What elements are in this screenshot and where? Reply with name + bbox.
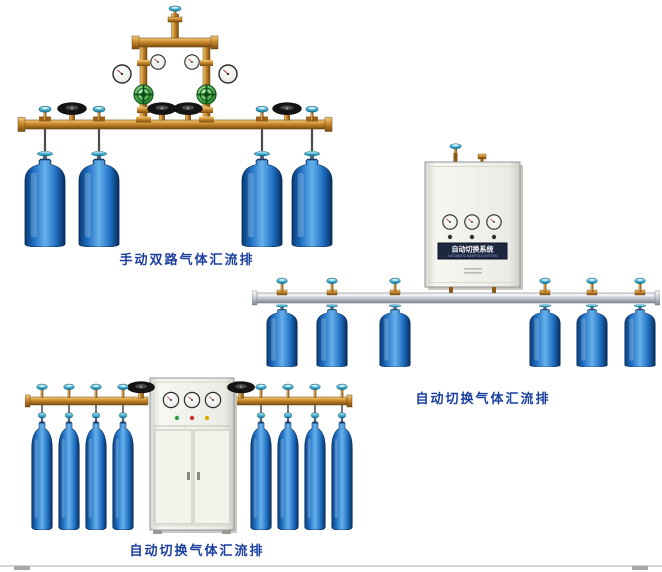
brass-manifold-pipes [25,394,353,408]
bottom-right-mark [632,566,648,570]
silver-manifold-pipe [252,289,660,306]
handwheel-valve-icon [147,102,177,121]
ball-valve-icon [63,383,75,398]
gas-cylinder [85,412,107,530]
gas-cylinder [277,412,299,530]
gas-cylinder [112,412,134,530]
knob-icon [469,234,475,240]
pressure-gauge-icon [464,214,480,230]
gas-cylinder [576,304,608,367]
gas-cylinder [624,304,656,367]
pressure-gauge-icon [184,54,200,70]
bottom-left-mark [14,566,30,570]
ball-valve-icon [90,383,102,398]
pressure-gauge-icon [442,214,458,230]
caption-auto-switch-cabinet-manifold[interactable]: 自动切换气体汇流排 [129,543,265,558]
caption-auto-switch-wall-manifold[interactable]: 自动切换气体汇流排 [415,391,551,406]
handwheel-valve-icon [272,102,302,121]
gas-cylinder [78,151,120,247]
gas-cylinder [266,304,298,367]
ball-valve-icon [326,277,338,292]
gas-cylinder [24,151,66,247]
pressure-gauge-icon [162,391,180,409]
ball-valve-icon [634,277,646,292]
pressure-gauge-icon [112,64,132,84]
gas-cylinder [31,412,53,530]
cabinet-door [154,429,193,525]
control-cabinet: 自动切换系统 AUTOMATIC MANIFOLD SYSTEM [424,161,523,290]
indicator-light-green [174,415,180,421]
ball-valve-icon [276,277,288,292]
gas-cylinder [58,412,80,530]
ball-valve-icon [586,277,598,292]
pressure-gauge-icon [486,214,502,230]
pressure-gauge-icon [150,54,166,70]
indicator-light-red [189,415,195,421]
ball-valve-icon [255,383,267,398]
cabinet-panel-subtitle: AUTOMATIC MANIFOLD SYSTEM [448,254,498,258]
pressure-gauge-icon [218,64,238,84]
knob-icon [491,234,497,240]
bottom-border [0,565,662,567]
indicator-light-amber [204,415,210,421]
regulator-wheel-icon [196,84,217,105]
door-handle [187,472,190,480]
ball-valve-icon [282,383,294,398]
ball-valve-icon [336,383,348,398]
handwheel-valve-icon [57,102,87,121]
pressure-gauge-icon [204,391,222,409]
handwheel-valve-icon [173,102,203,121]
cabinet-name-panel [437,242,508,260]
ball-valve-icon [117,383,129,398]
control-cabinet [149,377,237,534]
cylinder-hoses [43,129,314,151]
gas-cylinder [316,304,348,367]
auto-switch-cabinet-manifold-illustration [25,377,353,534]
cabinet-outlet-connectors [449,287,496,294]
regulator-wheel-icon [133,84,154,105]
gas-cylinder [529,304,561,367]
gas-cylinder [379,304,411,367]
auto-switch-wall-manifold-illustration: 自动切换系统 AUTOMATIC MANIFOLD SYSTEM [252,143,660,367]
knob-icon [447,234,453,240]
header-pipe-assembly [131,13,219,122]
ball-valve-icon [309,383,321,398]
caption-manual-dual-manifold[interactable]: 手动双路气体汇流排 [119,252,255,267]
door-handle [197,472,200,480]
gas-cylinder [304,412,326,530]
ball-valve-icon [539,277,551,292]
gas-cylinder [250,412,272,530]
pressure-gauge-icon [183,391,201,409]
cabinet-panel-title: 自动切换系统 [452,245,494,254]
cabinet-riser-pipes [453,153,487,162]
gas-cylinder [331,412,353,530]
ball-valve-icon [389,277,401,292]
manual-dual-manifold-illustration [17,5,333,247]
ball-valve-icon [36,383,48,398]
